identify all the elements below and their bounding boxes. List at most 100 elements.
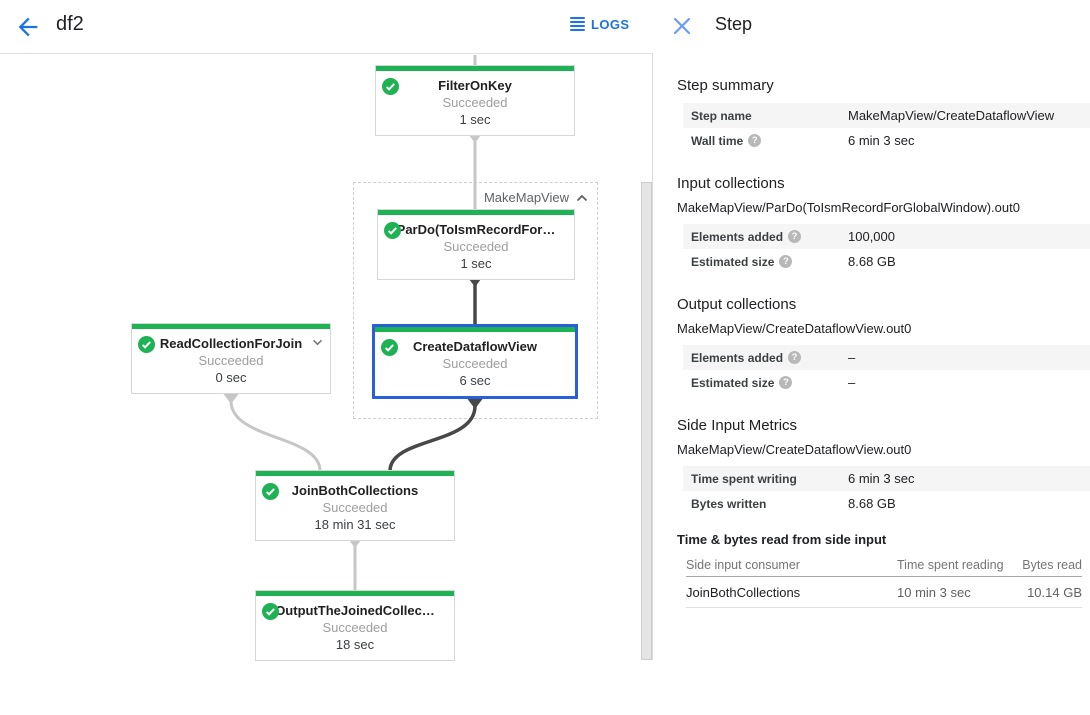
node-duration: 0 sec bbox=[215, 370, 247, 385]
graph-node-pardo-toismrecord[interactable]: ParDo(ToIsmRecordFor… Succeeded 1 sec bbox=[377, 209, 575, 280]
panel-title: Step bbox=[715, 14, 753, 34]
help-icon[interactable]: ? bbox=[779, 376, 793, 389]
node-title: CreateDataflowView bbox=[412, 339, 538, 354]
close-icon[interactable] bbox=[672, 16, 692, 36]
logs-list-icon bbox=[570, 17, 585, 33]
node-duration: 6 sec bbox=[459, 373, 491, 388]
graph-node-readcollectionforjoin[interactable]: ReadCollectionForJoin Succeeded 0 sec bbox=[131, 323, 331, 394]
metric-row-step-name: Step name MakeMapView/CreateDataflowView bbox=[683, 103, 1090, 128]
node-title: JoinBothCollections bbox=[291, 483, 419, 498]
side-input-table-title: Time & bytes read from side input bbox=[677, 532, 887, 547]
column-header-time: Time spent reading bbox=[897, 557, 1004, 572]
arrowhead bbox=[223, 394, 239, 404]
node-status-bar bbox=[376, 66, 574, 71]
cell-consumer: JoinBothCollections bbox=[686, 584, 801, 600]
panel-divider bbox=[652, 0, 653, 660]
input-collection-name: MakeMapView/ParDo(ToIsmRecordForGlobalWi… bbox=[677, 200, 1020, 215]
node-status: Succeeded bbox=[198, 353, 264, 368]
metric-value: MakeMapView/CreateDataflowView bbox=[848, 108, 1055, 123]
column-header-consumer: Side input consumer bbox=[686, 557, 800, 572]
section-heading-input-collections: Input collections bbox=[677, 175, 785, 192]
section-heading-output-collections: Output collections bbox=[677, 296, 797, 313]
node-status-bar bbox=[256, 471, 454, 476]
group-label-text: MakeMapView bbox=[483, 190, 569, 205]
node-duration: 1 sec bbox=[460, 256, 492, 271]
graph-node-filteronkey[interactable]: FilterOnKey Succeeded 1 sec bbox=[375, 65, 575, 136]
help-icon[interactable]: ? bbox=[748, 134, 762, 147]
metric-label: Bytes written bbox=[691, 496, 767, 511]
node-status: Succeeded bbox=[442, 356, 508, 371]
edge-read-join bbox=[229, 400, 322, 472]
logs-button-label: LOGS bbox=[591, 17, 630, 33]
back-arrow-icon[interactable] bbox=[14, 13, 42, 41]
node-duration: 1 sec bbox=[459, 112, 491, 127]
cell-bytes: 10.14 GB bbox=[1027, 584, 1082, 600]
success-check-icon bbox=[138, 336, 155, 353]
dataflow-job-page: MakeMapView FilterOnKey Succeeded 1 sec bbox=[0, 0, 1090, 661]
success-check-icon bbox=[262, 603, 279, 620]
metric-value: 8.68 GB bbox=[848, 254, 896, 269]
graph-scrollbar-thumb[interactable] bbox=[641, 182, 652, 660]
metric-label: Elements added bbox=[691, 229, 784, 244]
metric-row-estimated-size: Estimated size ? 8.68 GB bbox=[683, 249, 1090, 274]
metric-value: – bbox=[848, 375, 856, 390]
job-graph-pane: MakeMapView FilterOnKey Succeeded 1 sec bbox=[0, 55, 652, 661]
metric-label: Time spent writing bbox=[691, 471, 797, 486]
help-icon[interactable]: ? bbox=[779, 255, 793, 268]
metric-value: – bbox=[848, 350, 856, 365]
side-input-collection-name: MakeMapView/CreateDataflowView.out0 bbox=[677, 442, 912, 457]
metric-row-elements-added: Elements added ? – bbox=[683, 345, 1090, 370]
node-title: ParDo(ToIsmRecordFor… bbox=[396, 222, 556, 237]
output-collection-name: MakeMapView/CreateDataflowView.out0 bbox=[677, 321, 912, 336]
metric-row-estimated-size: Estimated size ? – bbox=[683, 370, 1090, 395]
success-check-icon bbox=[382, 78, 399, 95]
metric-row-wall-time: Wall time ? 6 min 3 sec bbox=[683, 128, 1090, 153]
job-name-title: df2 bbox=[56, 13, 84, 35]
node-status: Succeeded bbox=[442, 95, 508, 110]
metric-row-elements-added: Elements added ? 100,000 bbox=[683, 224, 1090, 249]
graph-node-joinbothcollections[interactable]: JoinBothCollections Succeeded 18 min 31 … bbox=[255, 470, 455, 541]
metric-label: Wall time bbox=[691, 133, 744, 148]
cell-time: 10 min 3 sec bbox=[897, 584, 971, 600]
node-status: Succeeded bbox=[322, 620, 388, 635]
metric-row-bytes-written: Bytes written 8.68 GB bbox=[683, 491, 1090, 516]
node-status: Succeeded bbox=[322, 500, 388, 515]
metric-row-time-spent-writing: Time spent writing 6 min 3 sec bbox=[683, 466, 1090, 491]
section-heading-side-input-metrics: Side Input Metrics bbox=[677, 417, 798, 434]
table-header-row: Side input consumer Time spent reading B… bbox=[686, 553, 1082, 577]
node-status-bar bbox=[375, 327, 575, 332]
metric-label: Estimated size bbox=[691, 254, 775, 269]
success-check-icon bbox=[384, 222, 401, 239]
node-title: OutputTheJoinedCollec… bbox=[275, 603, 435, 618]
metric-label: Elements added bbox=[691, 350, 784, 365]
node-status-bar bbox=[256, 591, 454, 596]
help-icon[interactable]: ? bbox=[788, 351, 802, 364]
node-status: Succeeded bbox=[443, 239, 509, 254]
metric-value: 6 min 3 sec bbox=[848, 133, 915, 148]
node-title: FilterOnKey bbox=[438, 78, 512, 93]
column-header-bytes: Bytes read bbox=[1022, 557, 1082, 572]
node-status-bar bbox=[132, 324, 330, 329]
step-panel-content: Step summary Step name MakeMapView/Creat… bbox=[653, 55, 1090, 660]
node-title: ReadCollectionForJoin bbox=[159, 336, 303, 351]
metric-label: Estimated size bbox=[691, 375, 775, 390]
metric-value: 6 min 3 sec bbox=[848, 471, 915, 486]
node-duration: 18 sec bbox=[335, 637, 375, 652]
graph-node-outputthejoinedcollection[interactable]: OutputTheJoinedCollec… Succeeded 18 sec bbox=[255, 590, 455, 661]
node-duration: 18 min 31 sec bbox=[314, 517, 396, 532]
step-panel-header: Step bbox=[653, 0, 1090, 54]
metric-label: Step name bbox=[691, 108, 752, 123]
side-input-table: Side input consumer Time spent reading B… bbox=[686, 553, 1082, 608]
metric-value: 100,000 bbox=[848, 229, 895, 244]
metric-value: 8.68 GB bbox=[848, 496, 896, 511]
help-icon[interactable]: ? bbox=[788, 230, 802, 243]
node-status-bar bbox=[378, 210, 574, 215]
section-heading-step-summary: Step summary bbox=[677, 77, 774, 94]
success-check-icon bbox=[262, 483, 279, 500]
success-check-icon bbox=[381, 339, 398, 356]
graph-node-createdataflowview-selected[interactable]: CreateDataflowView Succeeded 6 sec bbox=[372, 324, 578, 399]
table-row: JoinBothCollections 10 min 3 sec 10.14 G… bbox=[686, 577, 1082, 608]
logs-button[interactable]: LOGS bbox=[570, 17, 629, 33]
collapse-chevron-icon[interactable] bbox=[576, 194, 588, 202]
expand-chevron-icon[interactable] bbox=[312, 339, 323, 346]
